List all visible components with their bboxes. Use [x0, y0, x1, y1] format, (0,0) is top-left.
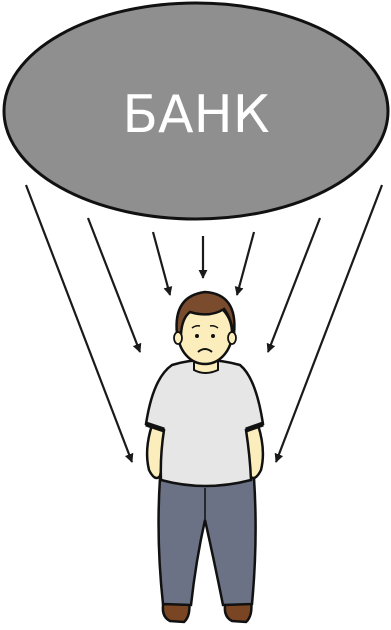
arrow-5: [237, 232, 254, 295]
bank-node: БАНК: [4, 3, 388, 219]
pants: [159, 478, 256, 605]
arrow-6: [268, 218, 320, 352]
arrow-3: [153, 232, 170, 295]
left-ear: [174, 332, 182, 344]
right-eye: [211, 334, 215, 338]
arrow-7: [276, 185, 382, 462]
arrow-2: [88, 218, 140, 352]
right-ear: [228, 332, 236, 344]
shirt: [146, 360, 263, 486]
left-eye: [195, 334, 199, 338]
bank-label: БАНК: [122, 85, 269, 145]
person-figure: [146, 292, 263, 622]
arrow-1: [26, 185, 132, 462]
